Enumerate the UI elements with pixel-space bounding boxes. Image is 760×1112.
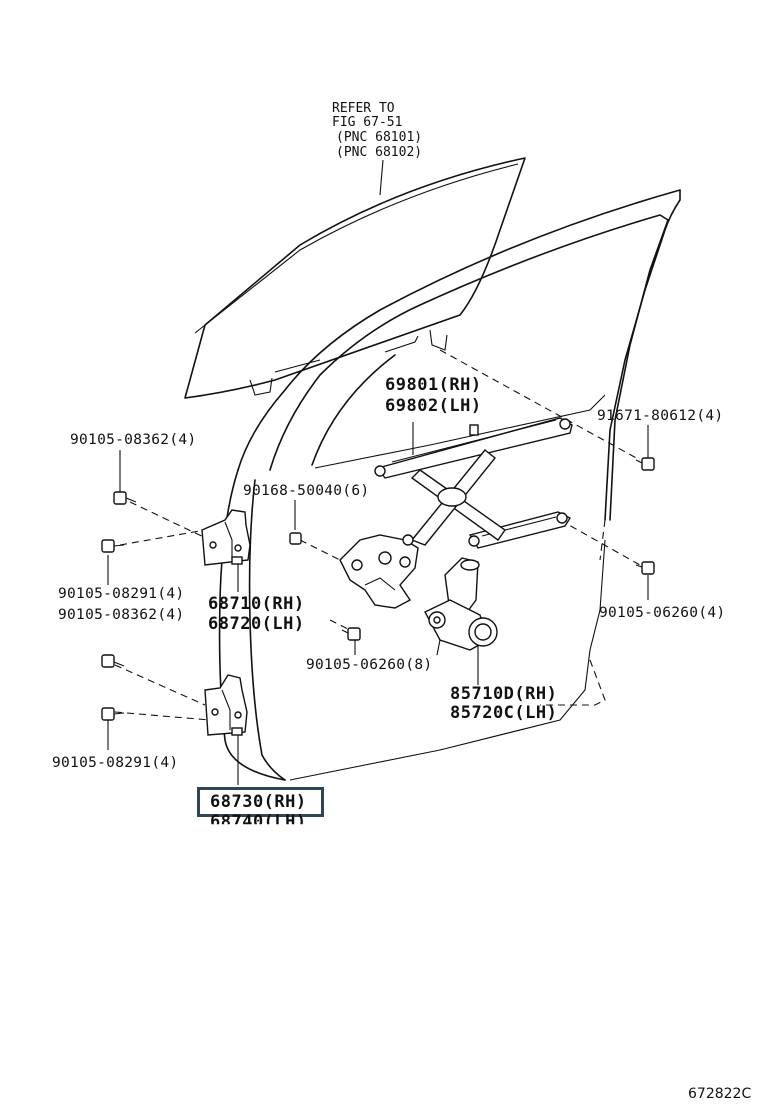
leader-lines <box>107 159 649 785</box>
regulator-lh-label[interactable]: 69802(LH) <box>385 396 482 416</box>
bolt-90105-06260-mid-label[interactable]: 90105-06260(8) <box>306 657 433 673</box>
bolt-icon <box>341 627 361 641</box>
refer-note-line-1: REFER TO <box>332 101 395 116</box>
bolts <box>101 457 655 721</box>
bolt-icon <box>101 707 125 721</box>
refer-note-line-4: (PNC 68102) <box>336 145 423 160</box>
window-motor <box>424 557 498 656</box>
bolt-icon <box>289 532 302 545</box>
bolt-90105-08362-top-label[interactable]: 90105-08362(4) <box>70 432 197 448</box>
motor-rh-label[interactable]: 85710D(RH) <box>450 684 558 704</box>
bolt-90105-08291-bottom-label[interactable]: 90105-08291(4) <box>52 755 179 771</box>
hinge-upper-rh-label[interactable]: 68710(RH) <box>208 594 305 614</box>
bolt-icon <box>113 491 137 505</box>
upper-hinge <box>201 509 251 566</box>
bolt-90168-label[interactable]: 90168-50040(6) <box>243 483 370 499</box>
window-regulator <box>374 417 573 549</box>
selected-part-highlight <box>197 787 324 817</box>
hinge-lower-lh-label[interactable]: 68740(LH) <box>210 812 307 832</box>
bolt-icon <box>635 457 655 471</box>
hinge-upper-lh-label[interactable]: 68720(LH) <box>208 614 305 634</box>
bolt-icon <box>101 539 125 553</box>
bolt-90105-06260-right-label[interactable]: 90105-06260(4) <box>599 605 726 621</box>
bolt-91671-label[interactable]: 91671-80612(4) <box>597 408 724 424</box>
refer-note-line-2: FIG 67-51 <box>332 115 403 130</box>
motor-lh-label[interactable]: 85720C(LH) <box>450 703 558 723</box>
bolt-90105-08362-mid-label[interactable]: 90105-08362(4) <box>58 607 185 623</box>
regulator-bracket <box>339 534 419 609</box>
lower-hinge <box>204 674 248 736</box>
figure-code: 672822C <box>688 1086 752 1102</box>
hinge-lower-rh-label[interactable]: 68730(RH) <box>210 792 307 812</box>
bolt-icon <box>101 654 125 668</box>
bolt-icon <box>635 561 655 575</box>
regulator-rh-label[interactable]: 69801(RH) <box>385 375 482 395</box>
door-glass <box>184 157 526 399</box>
refer-note-line-3: (PNC 68101) <box>336 130 423 145</box>
bolt-90105-08291-top-label[interactable]: 90105-08291(4) <box>58 586 185 602</box>
